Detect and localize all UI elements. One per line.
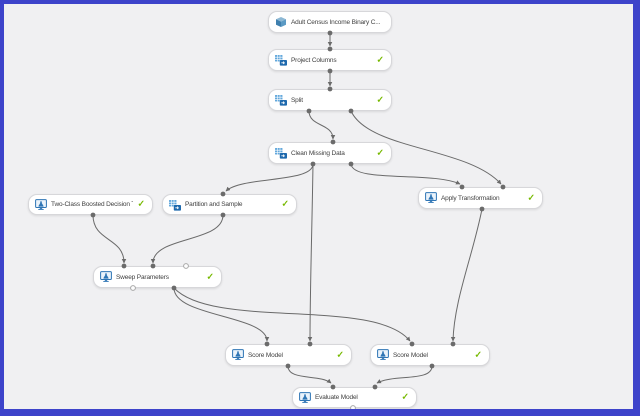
edge-clean-missing-data-to-partition-and-sample[interactable] (225, 163, 314, 192)
module-label: Score Model (393, 351, 428, 359)
module-label: Clean Missing Data (291, 149, 345, 157)
module-project-columns[interactable]: Project Columns ✓ (268, 49, 392, 71)
module-label: Project Columns (291, 56, 337, 64)
module-split[interactable]: Split ✓ (268, 89, 392, 111)
module-adult-census-income-dataset[interactable]: Adult Census Income Binary C... (268, 11, 392, 33)
dataset-icon (275, 16, 287, 28)
module-score-model-right[interactable]: Score Model ✓ (370, 344, 490, 366)
module-label: Sweep Parameters (116, 273, 169, 281)
edge-apply-transformation-to-score-model-right-in2[interactable] (450, 208, 483, 342)
module-label: Partition and Sample (185, 201, 243, 208)
edge-clean-missing-data-to-score-model-left-in2[interactable] (307, 163, 314, 342)
ml-model-icon (100, 271, 112, 283)
module-label: Evaluate Model (315, 394, 358, 401)
ml-model-icon (232, 349, 244, 361)
edge-score-model-left-to-evaluate-model-in1[interactable] (287, 365, 332, 384)
edge-clean-missing-data-to-apply-transformation-in1[interactable] (350, 163, 461, 185)
status-check-icon: ✓ (206, 271, 214, 281)
ml-model-icon (299, 391, 311, 404)
module-label: Two-Class Boosted Decision T... (51, 201, 134, 208)
edge-two-class-boosted-decision-tree-to-sweep-parameters-in1[interactable] (92, 214, 127, 264)
table-transform-icon (275, 54, 287, 66)
ml-model-icon (35, 198, 47, 211)
module-apply-transformation[interactable]: Apply Transformation ✓ (418, 187, 543, 209)
edge-sweep-parameters-to-score-model-left-in1[interactable] (173, 287, 270, 342)
edge-sweep-parameters-to-score-model-right-in1[interactable] (173, 287, 411, 342)
module-label: Split (291, 96, 303, 104)
status-check-icon: ✓ (376, 54, 384, 64)
edge-partition-and-sample-to-sweep-parameters-in2[interactable] (150, 214, 224, 264)
status-check-icon: ✓ (376, 94, 384, 104)
table-transform-icon (169, 199, 181, 211)
ml-model-icon (425, 192, 437, 204)
status-check-icon: ✓ (137, 198, 145, 209)
module-label: Apply Transformation (441, 194, 500, 202)
status-check-icon: ✓ (527, 192, 535, 202)
module-sweep-parameters[interactable]: Sweep Parameters ✓ (93, 266, 222, 288)
status-check-icon: ✓ (336, 349, 344, 359)
edge-score-model-right-to-evaluate-model-in2[interactable] (376, 365, 433, 384)
table-transform-icon (275, 94, 287, 106)
table-transform-icon (275, 147, 287, 159)
edge-split-to-clean-missing-data[interactable] (308, 110, 336, 140)
module-label: Score Model (248, 351, 283, 359)
module-clean-missing-data[interactable]: Clean Missing Data ✓ (268, 142, 392, 164)
status-check-icon: ✓ (281, 198, 289, 209)
module-score-model-left[interactable]: Score Model ✓ (225, 344, 352, 366)
ml-model-icon (377, 349, 389, 361)
status-check-icon: ✓ (376, 147, 384, 157)
module-evaluate-model[interactable]: Evaluate Model ✓ (292, 387, 417, 408)
module-label: Adult Census Income Binary C... (291, 18, 381, 26)
module-two-class-boosted-decision-tree[interactable]: Two-Class Boosted Decision T...✓ (28, 194, 153, 215)
status-check-icon: ✓ (401, 391, 409, 402)
module-partition-and-sample[interactable]: Partition and Sample ✓ (162, 194, 297, 215)
status-check-icon: ✓ (474, 349, 482, 359)
